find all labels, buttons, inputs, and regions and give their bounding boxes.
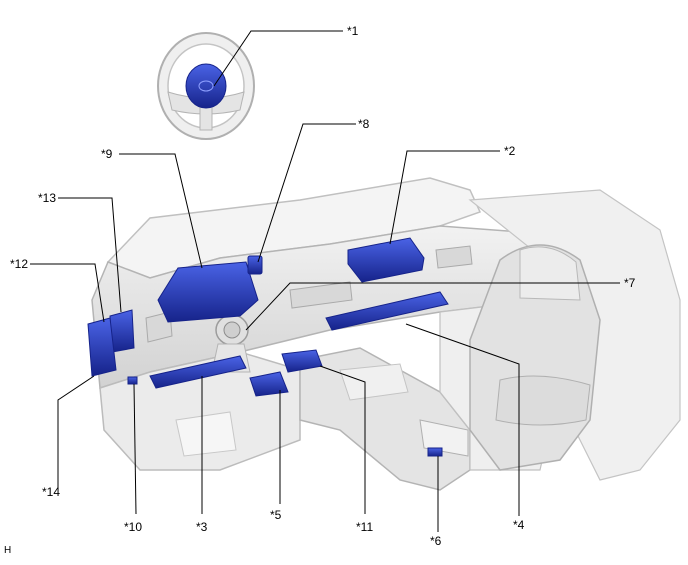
module-6	[427, 447, 443, 457]
callout-2: *2	[504, 144, 516, 158]
dash-module-8	[247, 255, 263, 275]
knee-bolster-3	[149, 355, 247, 389]
callout-3: *3	[196, 520, 208, 534]
callout-8: *8	[358, 117, 370, 131]
callout-14: *14	[42, 485, 61, 499]
module-12	[87, 317, 117, 377]
callout-11: *11	[356, 520, 374, 534]
callout-1: *1	[347, 24, 359, 38]
callout-6: *6	[430, 534, 442, 548]
callout-10: *10	[124, 520, 143, 534]
figure-id: H	[4, 545, 12, 556]
passenger-knee-bar	[325, 291, 449, 331]
callout-5: *5	[270, 508, 282, 522]
steering-pad-airbag	[185, 63, 227, 109]
callout-9: *9	[101, 147, 113, 161]
callout-4: *4	[513, 518, 525, 532]
callout-12: *12	[10, 257, 29, 271]
module-5	[249, 371, 289, 397]
combination-meter	[157, 261, 259, 323]
passenger-airbag-module	[347, 237, 425, 283]
callout-7: *7	[624, 276, 636, 290]
module-11	[281, 349, 323, 373]
callout-13: *13	[38, 191, 57, 205]
leader-lines	[30, 30, 620, 532]
module-10	[127, 376, 138, 385]
dashboard-body	[91, 177, 681, 491]
